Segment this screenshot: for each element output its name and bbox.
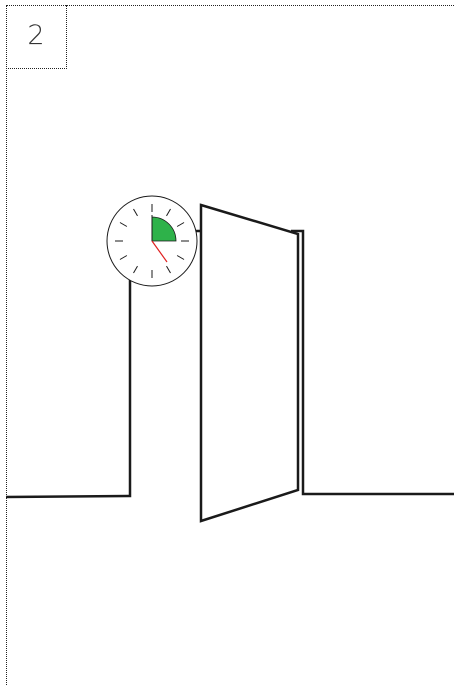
open-door-icon [201, 205, 298, 521]
clock-icon [107, 196, 197, 286]
wall-outline-right [291, 231, 454, 494]
wall-outline-left [6, 276, 130, 497]
